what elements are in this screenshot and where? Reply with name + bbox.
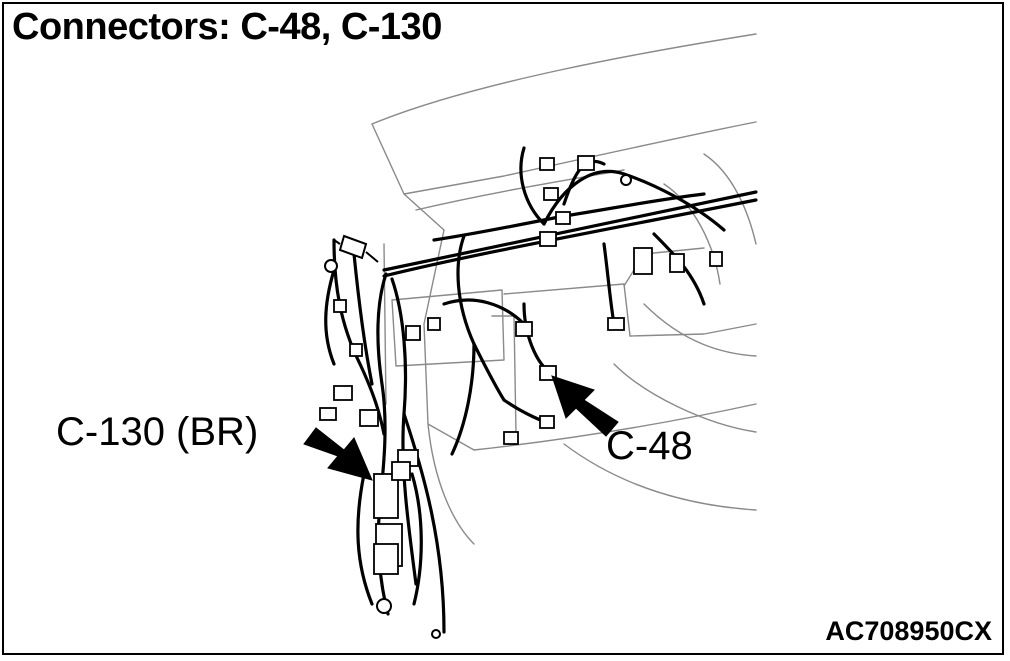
- grommet-plug: [333, 234, 379, 263]
- callout-label-c48: C-48: [606, 424, 693, 468]
- ground-terminals: [324, 174, 632, 639]
- callout-label-c130: C-130 (BR): [56, 410, 259, 454]
- wiring-harness-illustration: [303, 33, 758, 639]
- dashboard-outline: [371, 33, 757, 545]
- harness-main-trunk: [324, 146, 758, 634]
- figure-id: AC708950CX: [825, 616, 992, 646]
- arrow-c48: [551, 375, 619, 437]
- page-title: Connectors: C-48, C-130: [12, 6, 442, 48]
- harness-connectors: [319, 155, 723, 575]
- arrow-c130: [303, 427, 373, 481]
